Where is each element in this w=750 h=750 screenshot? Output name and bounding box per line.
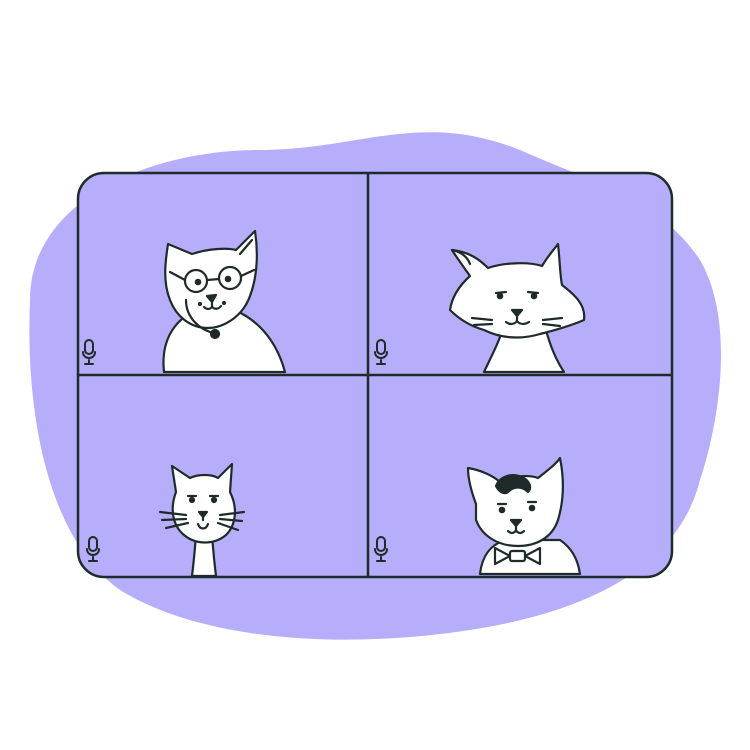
cat-with-glasses-and-headset (162, 229, 287, 374)
microphone-icon[interactable] (86, 536, 100, 562)
cat-with-bowtie-and-hair (466, 456, 582, 576)
frame-corner-top-left (78, 173, 104, 199)
frame-corner-bottom-left (78, 551, 104, 577)
microphone-icon[interactable] (374, 339, 388, 365)
microphone-icon[interactable] (82, 339, 96, 365)
frame-corner-top-right (646, 173, 672, 199)
cat-long-neck-whiskers (158, 462, 246, 578)
cat-wide-cheeks (448, 242, 586, 374)
frame-corner-bottom-right (646, 551, 672, 577)
microphone-icon[interactable] (374, 536, 388, 562)
call-window-outline (76, 171, 674, 579)
